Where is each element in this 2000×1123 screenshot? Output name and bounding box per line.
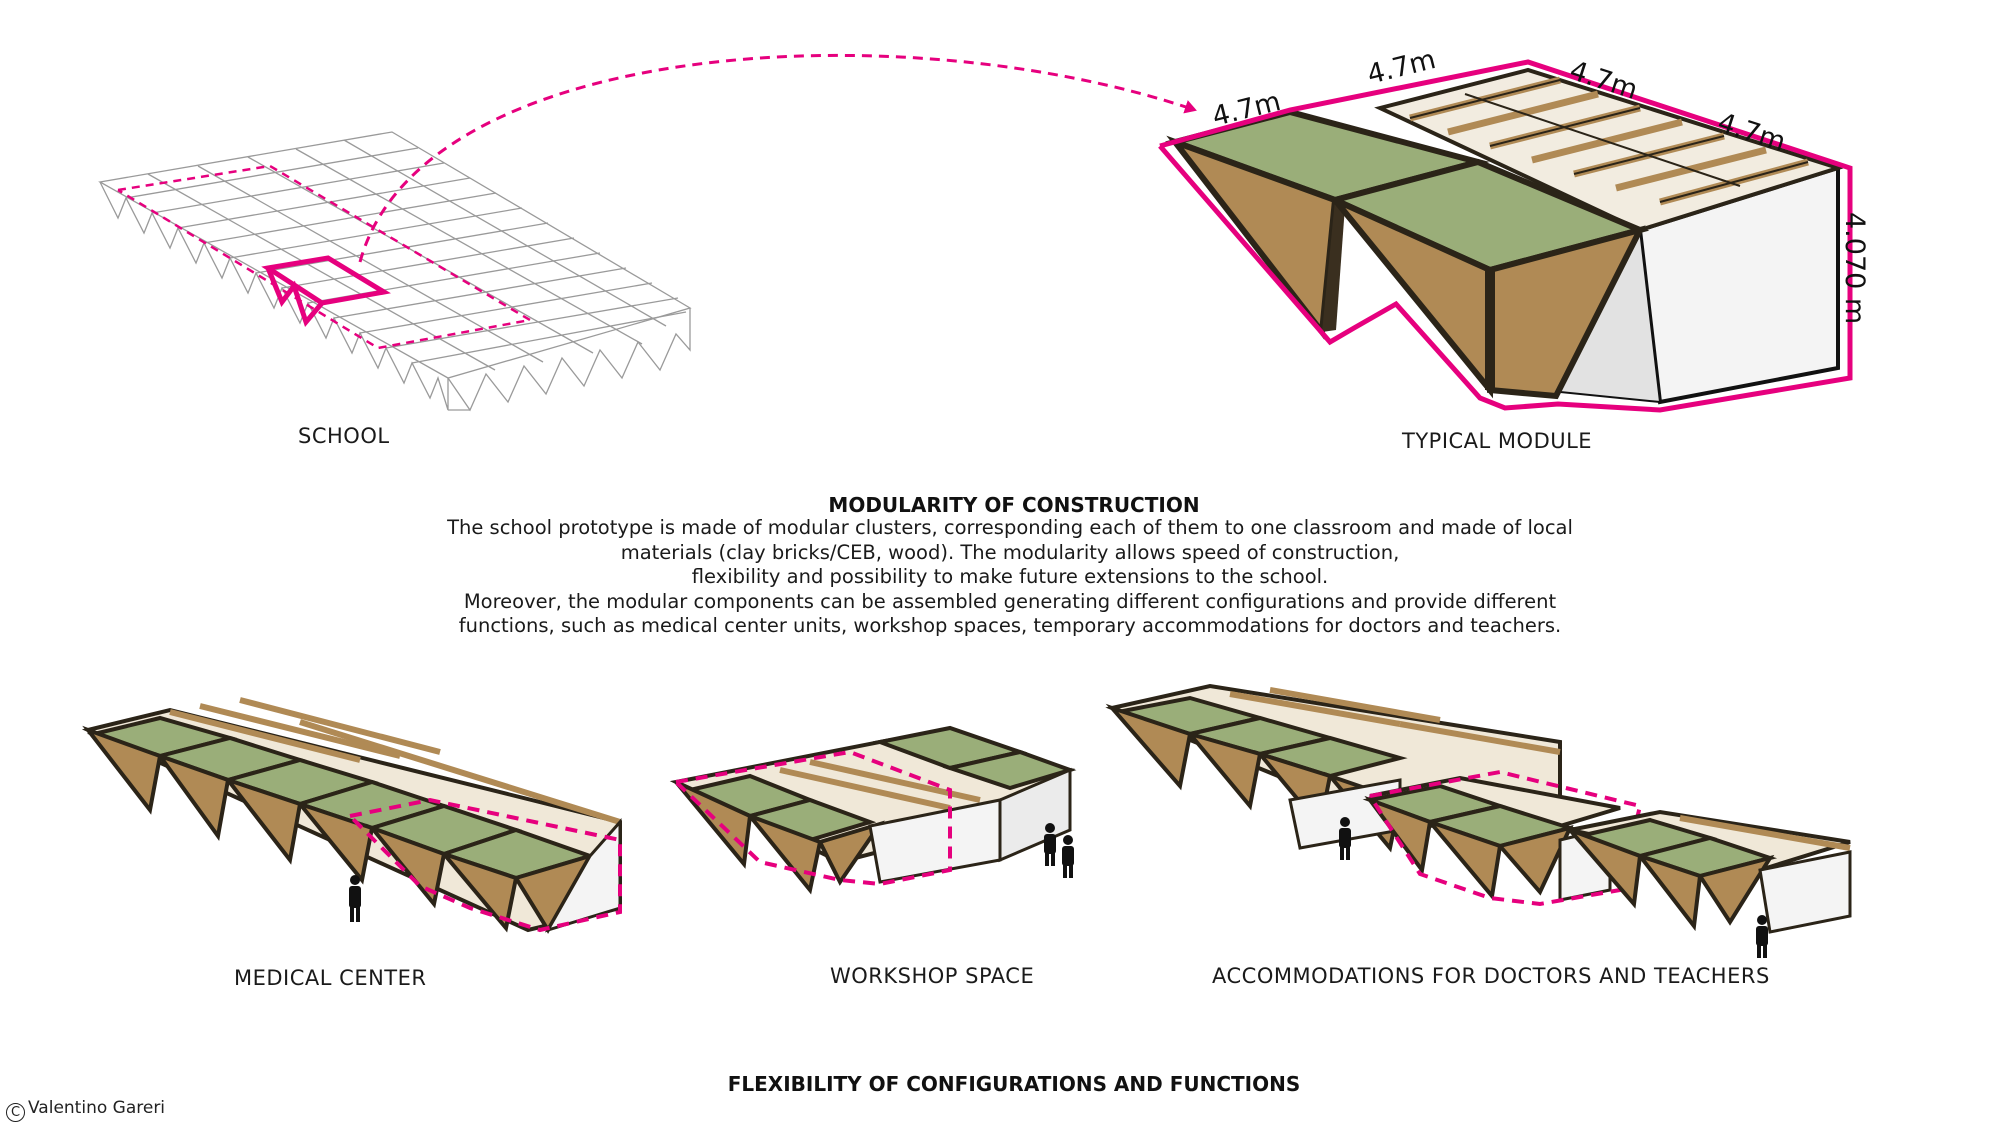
modularity-line-1: The school prototype is made of modular …	[447, 516, 1573, 539]
accommodations-label: ACCOMMODATIONS FOR DOCTORS AND TEACHERS	[1212, 964, 1770, 988]
school-highlight	[117, 164, 534, 350]
modularity-line-5: functions, such as medical center units,…	[458, 614, 1562, 637]
human-figure	[349, 875, 361, 922]
medical-center-model	[81, 697, 622, 934]
height-label: 4.070 m	[1839, 212, 1870, 324]
modularity-line-3: flexibility and possibility to make futu…	[691, 565, 1329, 588]
copyright-icon: C	[6, 1103, 25, 1122]
modularity-title: MODULARITY OF CONSTRUCTION	[828, 493, 1200, 517]
modularity-line-2: materials (clay bricks/CEB, wood). The m…	[620, 540, 1400, 564]
modularity-paragraph: The school prototype is made of modular …	[380, 516, 1640, 639]
flexibility-title: FLEXIBILITY OF CONFIGURATIONS AND FUNCTI…	[727, 1072, 1301, 1096]
medical-center-label: MEDICAL CENTER	[234, 966, 427, 990]
workshop-space-model	[669, 725, 1077, 895]
workshop-space-label: WORKSHOP SPACE	[830, 964, 1035, 988]
school-label: SCHOOL	[298, 424, 390, 448]
accommodations-model	[1105, 683, 1852, 958]
typical-module-label: TYPICAL MODULE	[1402, 429, 1593, 453]
school-wireframe	[98, 131, 692, 412]
typical-module: 4.7m 4.7m 4.7m 4.7m 4.070 m	[1158, 44, 1870, 413]
modularity-line-4: Moreover, the modular components can be …	[463, 589, 1557, 613]
credit-name: Valentino Gareri	[28, 1098, 166, 1118]
dashed-arrow	[358, 53, 1197, 263]
